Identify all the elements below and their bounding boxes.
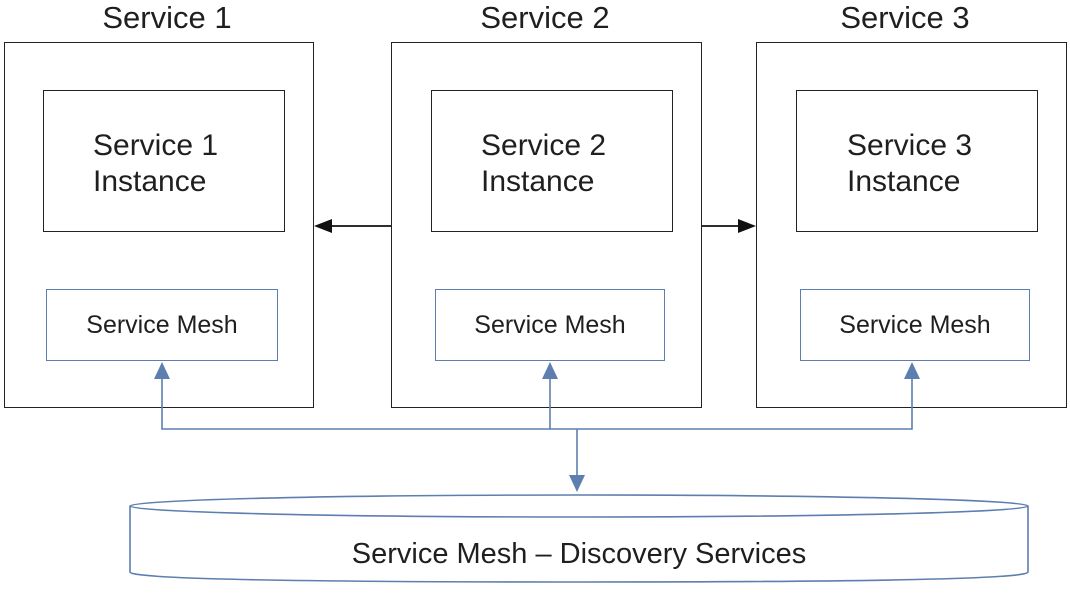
service-3-mesh-box: Service Mesh xyxy=(800,289,1030,361)
service-1-instance-line2: Instance xyxy=(93,165,207,198)
service-1-instance-box xyxy=(43,90,285,232)
call-arrow-to-service-3-head xyxy=(738,219,756,233)
service-1-instance-line1: Service 1 xyxy=(93,129,219,162)
service-3-mesh-label: Service Mesh xyxy=(839,310,991,339)
mesh-arrow-service-1 xyxy=(154,362,170,379)
service-2-instance-line1: Service 2 xyxy=(481,129,607,162)
discovery-arrow-head xyxy=(569,475,585,492)
service-2-instance-box xyxy=(431,90,673,232)
service-1-mesh-label: Service Mesh xyxy=(86,310,238,339)
discovery-cylinder-body xyxy=(129,506,1029,583)
discovery-cylinder-top xyxy=(129,494,1029,518)
service-2-title: Service 2 xyxy=(480,0,610,35)
service-3-title: Service 3 xyxy=(840,0,970,35)
call-arrow-to-service-1-head xyxy=(314,219,332,233)
service-1-title: Service 1 xyxy=(102,0,232,35)
discovery-services-label: Service Mesh – Discovery Services xyxy=(351,538,807,570)
service-3-instance-line1: Service 3 xyxy=(847,129,973,162)
mesh-arrow-service-3 xyxy=(904,362,920,379)
mesh-bus-line xyxy=(161,376,913,430)
service-1-mesh-box: Service Mesh xyxy=(46,289,278,361)
service-2-mesh-box: Service Mesh xyxy=(435,289,665,361)
service-3-instance-label: Service 3 Instance xyxy=(847,128,972,200)
service-1-instance-label: Service 1 Instance xyxy=(93,128,218,200)
service-3-instance-line2: Instance xyxy=(847,165,961,198)
service-2-instance-label: Service 2 Instance xyxy=(481,128,606,200)
service-2-instance-line2: Instance xyxy=(481,165,595,198)
service-3-instance-box xyxy=(796,90,1038,232)
mesh-arrow-service-2 xyxy=(542,362,558,379)
service-2-mesh-label: Service Mesh xyxy=(474,310,626,339)
discovery-cylinder xyxy=(129,494,1029,583)
